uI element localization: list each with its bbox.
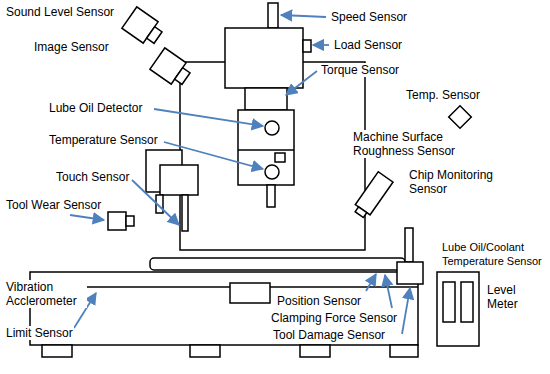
machine-foot [190,345,220,357]
sensor-label: Load Sensor [333,38,403,52]
sensor-label: Lube Oil/Coolant Temperature Sensor [441,240,547,268]
bed-rail [30,286,418,288]
level-gauge [461,282,473,322]
level-meter-box [437,272,479,346]
sensor-label: Tool Wear Sensor [5,198,102,212]
sensor-label: Limit Sensor [5,326,74,340]
touch-probe [182,195,188,231]
machine-foot [390,345,418,357]
leader-arrow [313,44,329,46]
leader-arrow [154,109,263,126]
sensor-label: Speed Sensor [330,10,408,24]
leader-arrow [70,215,104,220]
sensor-label: Position Sensor [276,294,362,308]
leader-arrow [164,142,263,169]
leader-arrow [402,288,410,334]
tool-unit-inner [160,165,198,195]
spindle-divider [238,149,294,151]
sensor-label: Vibration Acclerometer [5,280,87,308]
spindle-body [238,110,294,185]
machine-foot [42,345,72,357]
leader-arrow [286,71,317,95]
sensor-label: Chip Monitoring Sensor [408,168,510,196]
machine-column [180,62,365,250]
cutting-tool [267,185,275,207]
sensor-label: Temp. Sensor [405,88,481,102]
leader-arrow [132,180,179,225]
machine-bed [30,272,418,345]
tool-wear-sensor-icon [108,212,126,230]
lube-oil-detector [265,121,279,135]
coolant-pin [405,228,413,262]
machine-foot [300,345,330,357]
image-sensor-icon [150,48,194,89]
sensor-label: Sound Level Sensor [5,5,115,19]
sensor-label: Clamping Force Sensor [270,311,398,325]
level-gauge [443,282,455,322]
sensor-label: Temperature Sensor [48,133,159,147]
coolant-sensor-box [397,262,423,284]
temperature-sensor [265,165,279,179]
spindle-head [225,28,303,88]
sensor-label: Tool Damage Sensor [272,328,386,342]
sensor-label: Image Sensor [33,40,110,54]
roughness-sensor-icon [352,172,393,220]
carriage [230,283,270,303]
sensor-block [275,153,285,162]
spindle-top [268,3,278,28]
worktable [150,258,405,270]
temp-sensor-icon [449,106,472,129]
tool-wear-sensor-lens [126,216,134,226]
leader-arrow [281,15,326,17]
leader-arrow [385,275,392,308]
load-sensor-box [303,40,311,52]
sensor-label: Touch Sensor [55,170,130,184]
sound-level-sensor-icon [122,7,166,48]
sensor-label: Machine Surface Roughness Sensor [352,130,458,158]
spindle-neck [245,88,287,110]
sensor-label: Level Meter [486,283,534,311]
sensor-label: Lube Oil Detector [48,101,143,115]
sensor-label: Torque Sensor [320,63,400,77]
leader-arrow [366,274,376,291]
